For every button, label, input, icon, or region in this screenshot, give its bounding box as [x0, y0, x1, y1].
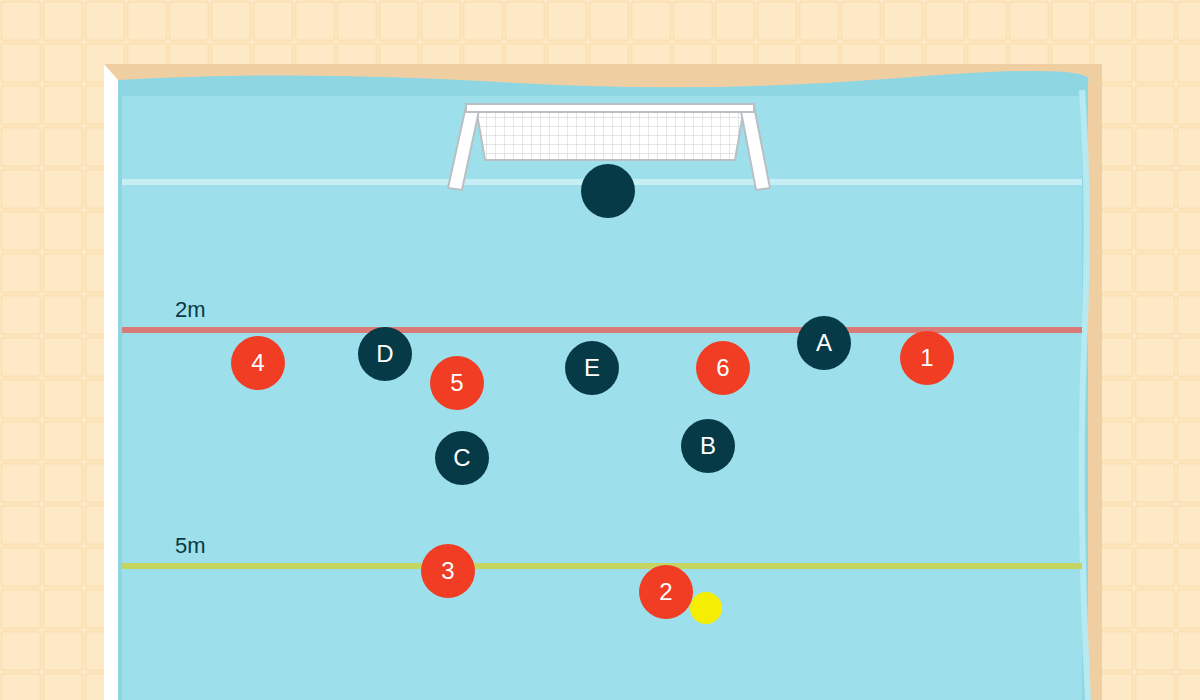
- red-player: 6: [696, 341, 750, 395]
- water: [122, 96, 1082, 700]
- red-player: 1: [900, 331, 954, 385]
- pool-wall: [104, 64, 118, 700]
- dark-player: A: [797, 316, 851, 370]
- red-player: 3: [421, 544, 475, 598]
- player-label: 6: [716, 356, 729, 380]
- player-label: A: [816, 331, 832, 355]
- player-label: 4: [251, 351, 264, 375]
- water-ripple: [1082, 90, 1088, 700]
- dark-player: D: [358, 327, 412, 381]
- dark-player: B: [681, 419, 735, 473]
- dark-player: C: [435, 431, 489, 485]
- player-label: 5: [450, 371, 463, 395]
- player-label: 3: [441, 559, 454, 583]
- five-metre-line: [122, 563, 1082, 569]
- red-player: 5: [430, 356, 484, 410]
- ball: [690, 592, 722, 624]
- player-label: C: [453, 446, 470, 470]
- player-label: D: [376, 342, 393, 366]
- line-label: 5m: [175, 535, 206, 557]
- two-metre-line: [122, 327, 1082, 333]
- player-label: 1: [920, 346, 933, 370]
- player-label: E: [584, 356, 600, 380]
- player-label: B: [700, 434, 716, 458]
- red-player: 4: [231, 336, 285, 390]
- goalkeeper: [581, 164, 635, 218]
- line-label: 2m: [175, 299, 206, 321]
- water-edge: [118, 71, 1089, 700]
- dark-player: E: [565, 341, 619, 395]
- pool-deck: [104, 64, 1102, 700]
- player-label: 2: [659, 580, 672, 604]
- red-player: 2: [639, 565, 693, 619]
